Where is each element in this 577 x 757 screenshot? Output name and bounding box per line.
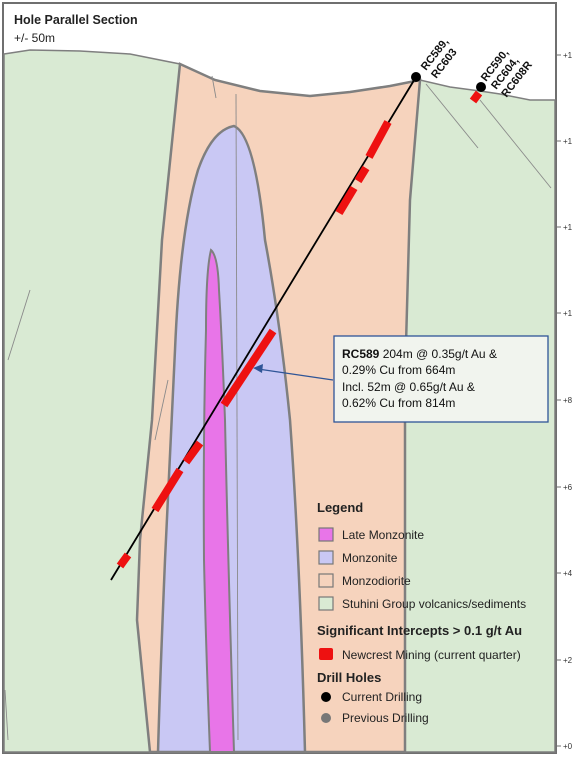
axis-tick-label: +1 — [563, 51, 573, 60]
legend-label-current: Current Drilling — [342, 690, 422, 704]
axis-tick-label: +1 — [563, 309, 573, 318]
axis-tick-label: +8 — [563, 396, 573, 405]
legend-label-previous: Previous Drilling — [342, 711, 429, 725]
legend-previous-dot-icon — [321, 713, 331, 723]
axis-tick-label: +1 — [563, 137, 573, 146]
callout-line-3: Incl. 52m @ 0.65g/t Au & — [342, 380, 475, 394]
axis-tick-label: +2 — [563, 656, 573, 665]
legend-label-monzonite: Monzonite — [342, 551, 398, 565]
collar-rc589 — [411, 72, 421, 82]
legend-label-monzodiorite: Monzodiorite — [342, 574, 411, 588]
callout-line-4: 0.62% Cu from 814m — [342, 396, 455, 410]
collar-rc590 — [476, 82, 486, 92]
intercept-rc590 — [473, 93, 479, 101]
axis-tick-label: +0 — [563, 742, 573, 751]
legend-intercepts-title: Significant Intercepts > 0.1 g/t Au — [317, 623, 522, 638]
legend-label-late-monzonite: Late Monzonite — [342, 528, 424, 542]
callout-line-2: 0.29% Cu from 664m — [342, 363, 455, 377]
axis-tick-label: +6 — [563, 483, 573, 492]
page-subtitle: +/- 50m — [14, 31, 55, 45]
legend-swatch-stuhini — [319, 597, 333, 610]
legend-swatch-monzonite — [319, 551, 333, 564]
intercept-callout: RC589 204m @ 0.35g/t Au & 0.29% Cu from … — [334, 336, 548, 422]
legend-swatch-monzodiorite — [319, 574, 333, 587]
axis-tick-label: +4 — [563, 569, 573, 578]
axis-tick-label: +1 — [563, 223, 573, 232]
legend-swatch-newcrest — [319, 648, 333, 660]
callout-line-1: RC589 204m @ 0.35g/t Au & — [342, 347, 497, 361]
legend-drill-title: Drill Holes — [317, 670, 381, 685]
right-axis: +1 +1 +1 +1 +8 +6 +4 +2 +0 — [556, 4, 573, 752]
legend-current-dot-icon — [321, 692, 331, 702]
legend-label-newcrest: Newcrest Mining (current quarter) — [342, 648, 521, 662]
page-title: Hole Parallel Section — [14, 13, 138, 27]
legend-title: Legend — [317, 500, 363, 515]
legend-label-stuhini: Stuhini Group volcanics/sediments — [342, 597, 526, 611]
legend-swatch-late-monzonite — [319, 528, 333, 541]
